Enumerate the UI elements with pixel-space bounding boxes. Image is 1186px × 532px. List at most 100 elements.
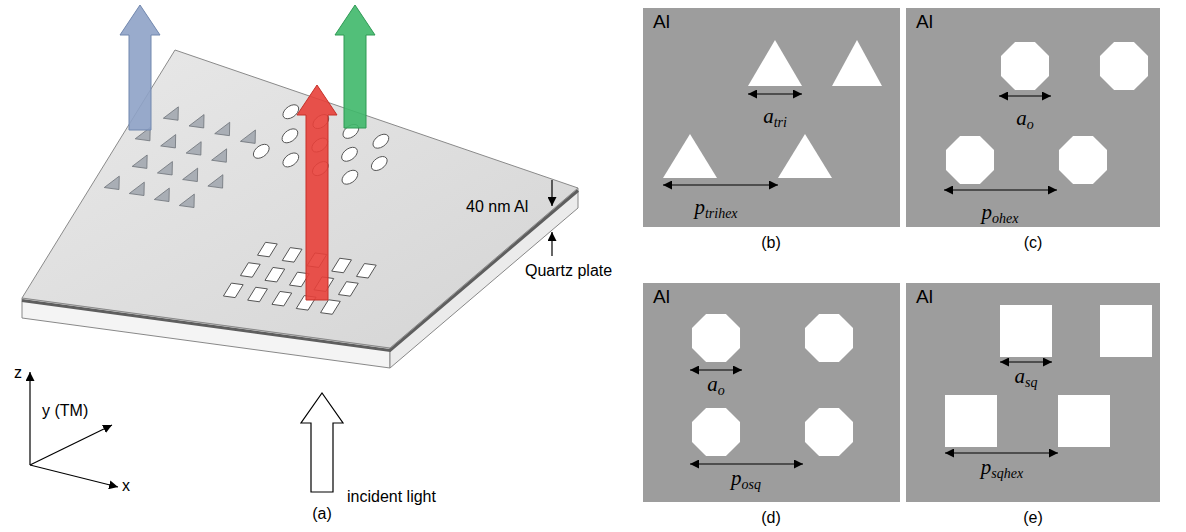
subscript: o: [1027, 117, 1034, 132]
circle-aperture: [253, 144, 269, 158]
dimension-label: ao: [1016, 107, 1034, 132]
symbol: a: [763, 104, 774, 128]
text-holder: (d): [761, 509, 781, 527]
axis-label: y (TM): [42, 402, 88, 420]
triangle-aperture: [189, 115, 204, 128]
text-holder: z: [14, 364, 22, 382]
symbol: p: [982, 200, 993, 224]
incident-arrow: [301, 393, 343, 492]
subscript: o: [718, 383, 725, 398]
triangle-aperture: [186, 142, 201, 155]
symbol: p: [731, 466, 742, 490]
subscript: tri: [774, 115, 787, 130]
square-aperture: [223, 283, 243, 297]
text-holder: Al: [653, 287, 670, 308]
text-holder: (b): [761, 234, 781, 252]
square-aperture: [339, 282, 359, 296]
aperture-array: [104, 105, 388, 315]
axes: [30, 425, 112, 465]
dimension-label: pohex: [982, 201, 1019, 226]
axis-label: z: [14, 364, 22, 382]
square-aperture: [332, 258, 352, 272]
dimension-label: ao: [707, 373, 725, 398]
text-holder: Al: [916, 12, 933, 33]
octagon-hole: [805, 314, 853, 362]
text-holder: pohex: [982, 201, 1019, 226]
text-holder: psqhex: [981, 456, 1023, 481]
square-holes: [1100, 305, 1152, 357]
triangle-aperture: [132, 155, 147, 168]
blue-arrow: [120, 5, 160, 130]
circle-aperture: [282, 129, 298, 143]
circle-aperture: [373, 134, 389, 148]
al-film-top: [22, 50, 578, 348]
axes: [29, 372, 30, 465]
octagon-hole: [1100, 42, 1148, 90]
subscript: sqhex: [991, 466, 1023, 481]
symbol: a: [707, 372, 718, 396]
square-holes: [945, 395, 997, 447]
triangle-aperture: [240, 130, 255, 143]
dimension-label: ptrihex: [694, 196, 737, 221]
dimension-arrow: [1000, 361, 1052, 362]
text-holder: ao: [1016, 107, 1034, 132]
dimension-label: asq: [1015, 365, 1038, 390]
material-panel: Al ao posq: [643, 283, 900, 502]
square-aperture: [282, 248, 302, 262]
dimension-arrow: [690, 369, 742, 370]
symbol: a: [1015, 364, 1026, 388]
axis-label: x: [122, 477, 130, 495]
square-holes: [1000, 305, 1052, 357]
triangle-aperture: [212, 149, 227, 162]
circle-aperture: [342, 170, 358, 184]
axes: [30, 465, 118, 487]
text-holder: ao: [707, 373, 725, 398]
square-holes: [945, 305, 1152, 447]
panel-caption: (d): [761, 509, 781, 527]
triangle-holes: [832, 40, 882, 86]
triangle-holes: [663, 134, 717, 178]
panel-caption: (a): [312, 505, 332, 523]
octagon-hole: [946, 136, 994, 184]
circle-aperture: [342, 147, 358, 161]
text-holder: (a): [312, 505, 332, 523]
text-holder: asq: [1015, 365, 1038, 390]
thickness-label: 40 nm Al: [466, 198, 528, 216]
octagon-hole: [692, 408, 740, 456]
triangle-aperture: [208, 175, 223, 188]
triangle-aperture: [157, 162, 172, 175]
green-arrow: [335, 5, 375, 128]
text-holder: Quartz plate: [525, 262, 612, 280]
triangle-holes: [778, 134, 832, 178]
text-holder: 40 nm Al: [466, 198, 528, 216]
circle-aperture: [283, 153, 299, 167]
circle-aperture: [283, 105, 299, 119]
triangle-aperture: [104, 176, 119, 189]
square-aperture: [356, 264, 376, 278]
text-holder: Al: [653, 12, 670, 33]
text-holder: ptrihex: [694, 196, 737, 221]
text-holder: incident light: [347, 488, 436, 506]
square-holes: [1058, 395, 1110, 447]
octagon-hole: [1059, 136, 1107, 184]
text-holder: y (TM): [42, 402, 88, 420]
triangle-holes: [748, 40, 802, 86]
octagon-hole: [1001, 42, 1049, 90]
panel-caption: (e): [1023, 509, 1043, 527]
square-aperture: [272, 291, 292, 305]
triangle-holes: [663, 40, 882, 178]
light-label: incident light: [347, 488, 436, 506]
text-holder: (e): [1023, 509, 1043, 527]
material-panel: Al atri ptrihex: [643, 8, 900, 227]
panel-caption: (c): [1024, 234, 1043, 252]
triangle-aperture: [161, 135, 176, 148]
square-aperture: [265, 267, 285, 281]
subscript: trihex: [705, 206, 738, 221]
subscript: ohex: [992, 211, 1018, 226]
red-arrow: [297, 85, 337, 300]
dimension-arrow: [663, 94, 1058, 464]
symbol: p: [981, 455, 992, 479]
text-holder: Al: [916, 287, 933, 308]
dimension-arrow: [663, 184, 778, 185]
text-holder: posq: [731, 467, 761, 492]
